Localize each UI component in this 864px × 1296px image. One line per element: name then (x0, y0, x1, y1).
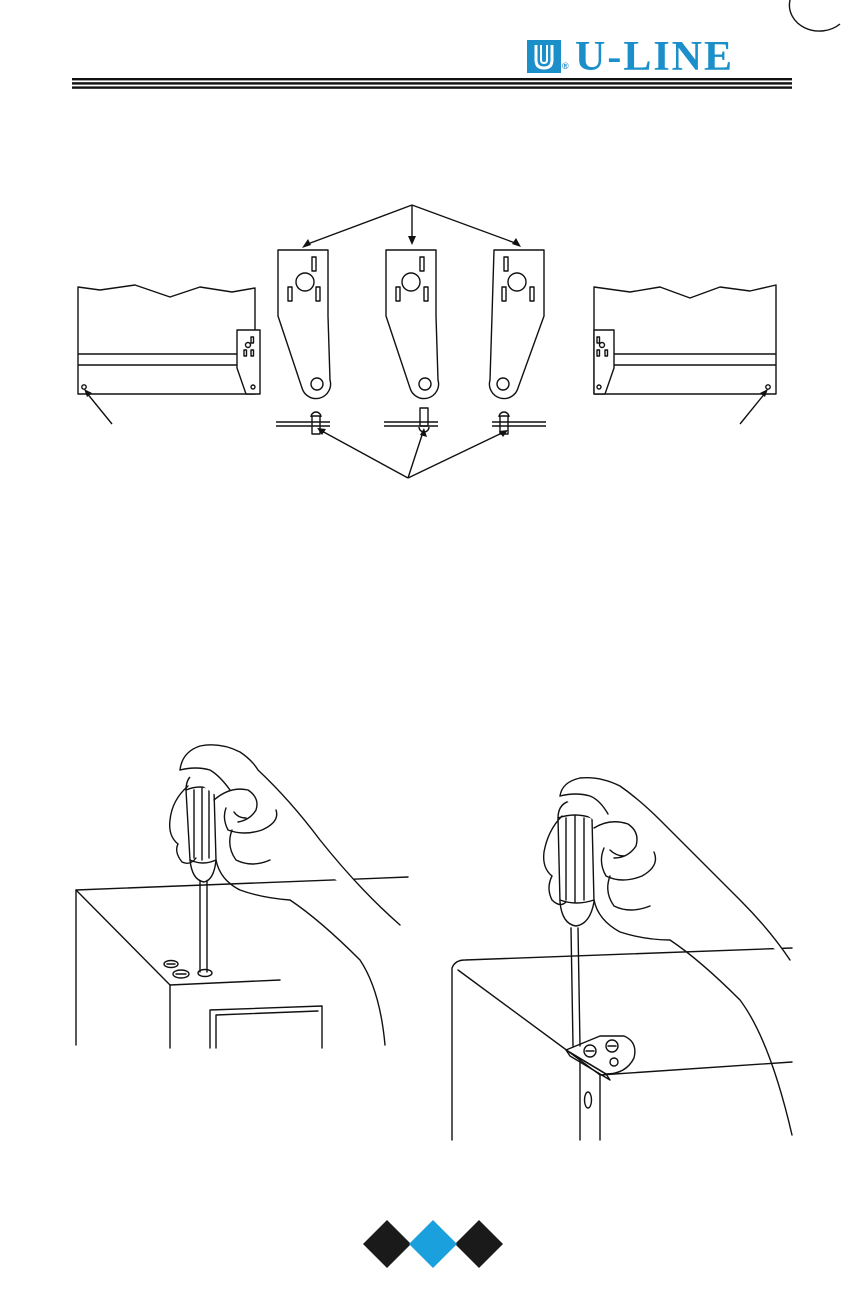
diamond-left (363, 1220, 411, 1268)
diamond-middle (409, 1220, 457, 1268)
header-rule (72, 78, 792, 92)
hinge-bracket-2 (384, 250, 439, 432)
corner-mark (789, 0, 840, 31)
brand-badge-icon (527, 40, 561, 73)
left-door-panel (78, 285, 260, 394)
screwdriver-removing-hinge-bracket (452, 778, 792, 1140)
footer-diamonds (363, 1220, 503, 1268)
diamond-right (455, 1220, 503, 1268)
bottom-leader-arrows (320, 430, 504, 478)
right-door-panel (594, 285, 776, 394)
brand-logo: ® U-LINE (527, 40, 791, 74)
hinge-bracket-3 (489, 250, 546, 434)
brand-name: U-LINE (575, 34, 734, 80)
registered-mark: ® (562, 61, 569, 71)
hinge-bracket-diagram (78, 205, 776, 478)
hinge-bracket-1 (276, 250, 331, 434)
screwdriver-removing-top-screw (76, 745, 408, 1048)
